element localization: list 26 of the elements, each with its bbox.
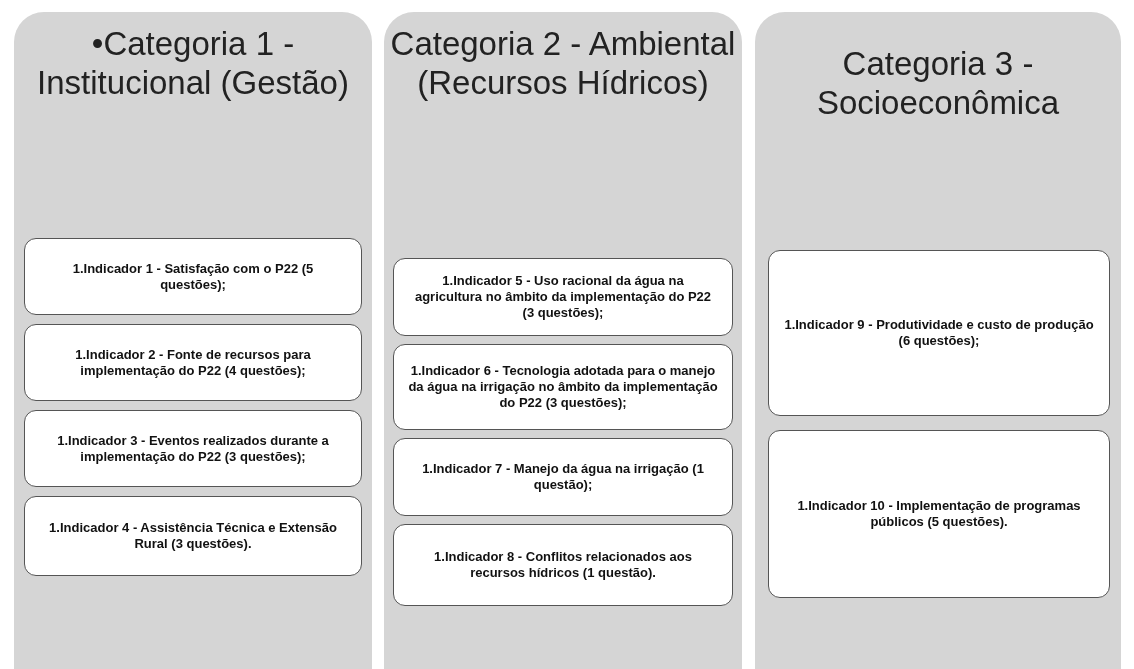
- category-panel: [384, 12, 742, 669]
- indicator-text: 1.Indicador 10 - Implementação de programas públicos (5 questões).: [796, 498, 1082, 530]
- category-panel: [755, 12, 1121, 669]
- indicator-text: 1.Indicador 7 - Manejo da água na irrigação (1 questão);: [421, 461, 705, 493]
- indicator-box: [24, 324, 362, 401]
- indicator-text: 1.Indicador 9 - Produtividade e custo de produção (6 questões);: [783, 317, 1095, 349]
- indicator-text: 1.Indicador 4 - Assistência Técnica e Extensão Rural (3 questões).: [48, 520, 338, 552]
- indicator-box: [768, 250, 1110, 416]
- indicator-text: 1.Indicador 3 - Eventos realizados durante a implementação do P22 (3 questões);: [56, 432, 330, 465]
- indicator-box: [393, 258, 733, 336]
- indicator-box: [393, 344, 733, 430]
- indicator-box: [393, 524, 733, 606]
- indicator-box: [393, 438, 733, 516]
- indicator-text: 1.Indicador 8 - Conflitos relacionados aos recursos hídricos (1 questão).: [433, 549, 693, 581]
- category-title: Categoria 2 - Ambiental (Recursos Hídricos): [390, 24, 736, 102]
- indicator-text: 1.Indicador 5 - Uso racional da água na agricultura no âmbito da implementação do P22 (3 questões);: [413, 273, 713, 321]
- indicator-text: 1.Indicador 1 - Satisfação com o P22 (5 questões);: [71, 260, 315, 293]
- category-title: Categoria 3 - Socioeconômica: [815, 44, 1061, 122]
- category-title: •Categoria 1 - Institucional (Gestão): [36, 24, 350, 102]
- indicator-box: [24, 496, 362, 576]
- indicator-box: [24, 238, 362, 315]
- indicator-text: 1.Indicador 2 - Fonte de recursos para implementação do P22 (4 questões);: [74, 346, 312, 379]
- indicator-box: [768, 430, 1110, 598]
- indicator-box: [24, 410, 362, 487]
- category-panel: [14, 12, 372, 669]
- indicator-text: 1.Indicador 6 - Tecnologia adotada para o manejo da água na irrigação no âmbito da implementação do P22 (3 questões);: [408, 363, 718, 411]
